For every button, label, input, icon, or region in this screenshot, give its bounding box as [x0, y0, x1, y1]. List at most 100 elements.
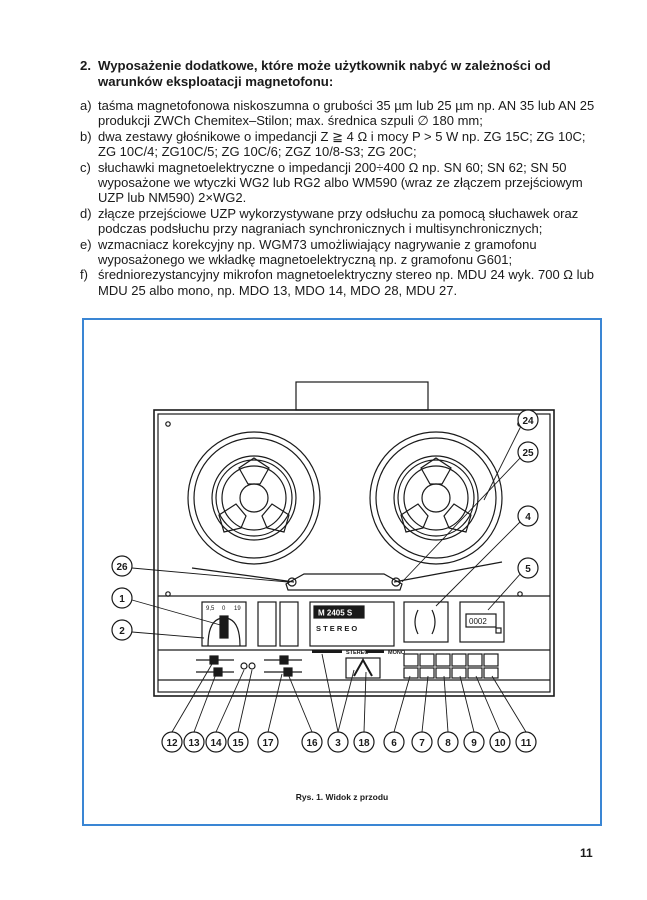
callout: 8 [437, 731, 459, 753]
svg-text:11: 11 [521, 738, 532, 749]
section-heading: 2. Wyposażenie dodatkowe, które może uży… [80, 58, 600, 90]
svg-text:25: 25 [522, 448, 534, 459]
model-plate: M 2405 S [318, 609, 353, 618]
item-label: f) [80, 267, 88, 283]
callout: 11 [515, 731, 537, 753]
callout: 6 [383, 731, 405, 753]
section-number: 2. [80, 58, 91, 73]
tape-counter-frame [459, 601, 505, 643]
stereo-label: S T E R E O [316, 624, 357, 633]
callout: 2 [111, 619, 133, 641]
svg-text:10: 10 [494, 738, 506, 749]
callout: 14 [205, 731, 227, 753]
list-item: a) taśma magnetofonowa niskoszumna o grub… [80, 98, 600, 129]
level-sliders [196, 655, 302, 677]
svg-text:4: 4 [525, 512, 531, 523]
model-panel [309, 601, 395, 647]
callout: 5 [517, 557, 539, 579]
svg-text:17: 17 [262, 738, 274, 749]
callout: 10 [489, 731, 511, 753]
accessory-list: a) taśma magnetofonowa niskoszumna o grub… [80, 98, 600, 298]
svg-text:26: 26 [116, 562, 128, 573]
counter-reset-button [495, 627, 502, 634]
svg-text:13: 13 [188, 738, 200, 749]
callout: 12 [161, 731, 183, 753]
svg-text:24: 24 [522, 416, 534, 427]
svg-text:1: 1 [119, 594, 125, 605]
svg-text:7: 7 [419, 738, 425, 749]
item-label: b) [80, 128, 92, 144]
leader-lines [131, 423, 527, 733]
item-text: wzmacniacz korekcyjny np. WGM73 umożliwi… [98, 236, 537, 268]
list-item: f) średniorezystancyjny mikrofon magnetoe… [80, 267, 600, 298]
speed-selector: 9,5 0 19 [201, 601, 247, 647]
guide-roller [391, 577, 401, 587]
callout: 7 [411, 731, 433, 753]
svg-text:14: 14 [210, 738, 222, 749]
tape-path [393, 561, 503, 583]
callout: 25 [517, 441, 539, 463]
callout: 24 [517, 409, 539, 431]
housing [153, 409, 555, 697]
list-item: c) słuchawki magnetoelektryczne o impedan… [80, 160, 600, 206]
scale-mark: 19 [234, 606, 241, 612]
model-plate-bg [313, 605, 365, 619]
right-reel [369, 431, 503, 565]
item-text: taśma magnetofonowa niskoszumna o gruboś… [98, 98, 595, 129]
stereo-small-label: STEREO [346, 650, 369, 656]
callout: 15 [227, 731, 249, 753]
callout: 13 [183, 731, 205, 753]
item-label: e) [80, 236, 92, 252]
list-item: d) złącze przejściowe UZP wykorzystywane … [80, 206, 600, 237]
section-title: Wyposażenie dodatkowe, które może użytko… [98, 58, 551, 89]
screw-icon [165, 421, 171, 427]
svg-text:6: 6 [391, 738, 397, 749]
meter-needle [414, 609, 419, 635]
item-text: złącze przejściowe UZP wykorzystywane pr… [98, 205, 579, 237]
stereo-bar [312, 650, 342, 653]
transport-keys [403, 653, 499, 679]
socket-slot [279, 601, 299, 647]
level-meter [403, 601, 449, 643]
page-number: 11 [580, 846, 593, 860]
callout: 26 [111, 555, 133, 577]
callout: 4 [517, 505, 539, 527]
scale-mark: 9,5 [206, 606, 215, 612]
mono-bar [366, 650, 384, 653]
svg-text:16: 16 [306, 738, 318, 749]
mode-selector [345, 657, 381, 679]
figure-caption: Rys. 1. Widok z przodu [295, 792, 389, 802]
tape-path [191, 567, 295, 583]
counter-value: 0002 [469, 617, 487, 626]
figure-frame: 9,5 0 19 M 2405 S S T E R E O 0002 STERE… [82, 318, 602, 826]
tape-counter [465, 613, 497, 628]
item-label: c) [80, 159, 91, 175]
meter-needle [431, 609, 436, 635]
left-reel [187, 431, 321, 565]
callout: 3 [327, 731, 349, 753]
svg-text:2: 2 [119, 626, 125, 637]
item-text: średniorezystancyjny mikrofon magnetoele… [98, 267, 594, 298]
head-cover [285, 573, 403, 591]
mono-small-label: MONO [388, 650, 406, 656]
housing-inner [157, 413, 551, 693]
callout: 9 [463, 731, 485, 753]
svg-text:5: 5 [525, 564, 531, 575]
item-text: dwa zestawy głośnikowe o impedancji Z ≧ … [98, 128, 586, 160]
svg-text:9: 9 [471, 738, 477, 749]
item-label: a) [80, 98, 92, 113]
list-item: e) wzmacniacz korekcyjny np. WGM73 umożli… [80, 237, 600, 268]
handle [295, 381, 429, 411]
tape-recorder-drawing: 9,5 0 19 M 2405 S S T E R E O 0002 STERE… [111, 381, 555, 753]
callout: 17 [257, 731, 279, 753]
svg-text:3: 3 [335, 738, 341, 749]
callout: 18 [353, 731, 375, 753]
scale-mark: 0 [222, 606, 226, 612]
socket-slot [257, 601, 277, 647]
svg-text:8: 8 [445, 738, 451, 749]
item-text: słuchawki magnetoelektryczne o impedancj… [98, 159, 583, 206]
item-label: d) [80, 205, 92, 221]
svg-text:15: 15 [232, 738, 244, 749]
svg-text:12: 12 [166, 738, 178, 749]
callout: 16 [301, 731, 323, 753]
